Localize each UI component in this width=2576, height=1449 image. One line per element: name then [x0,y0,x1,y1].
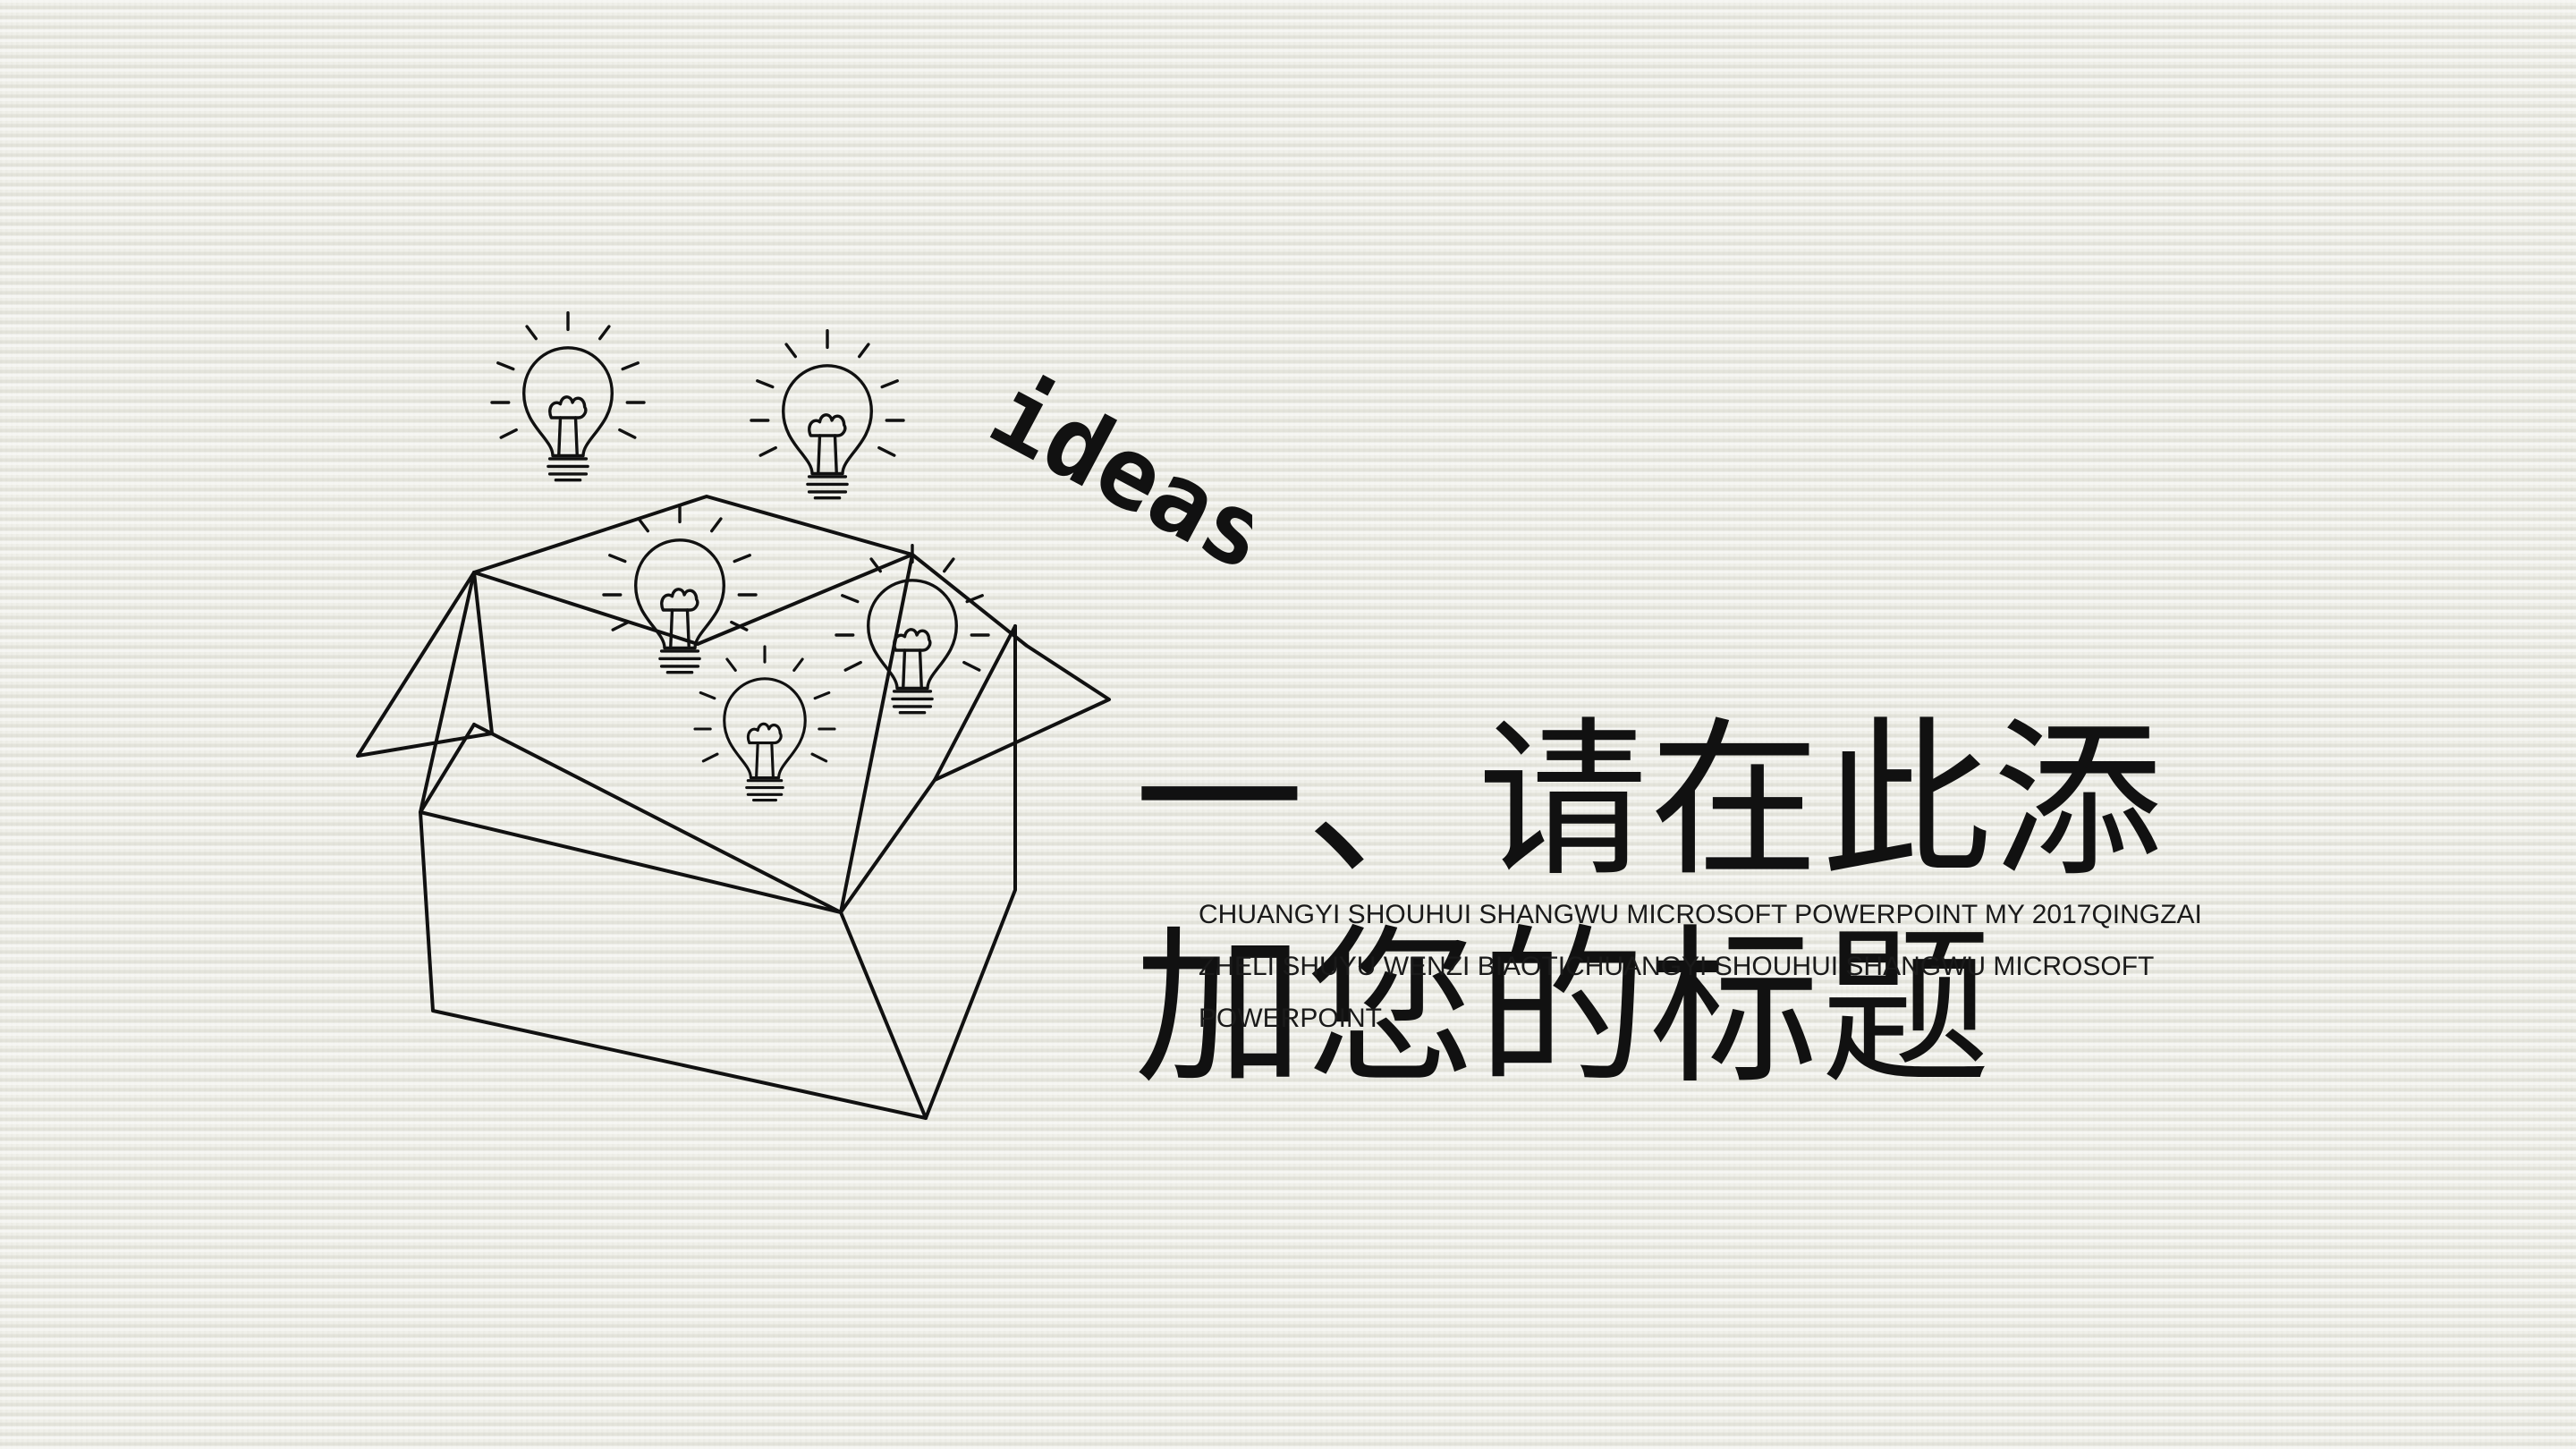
lightbulb-icon [835,544,990,715]
ideas-word: ideas [973,353,1252,593]
slide-title: 一、请在此添加您的标题 [1134,702,2165,1107]
lightbulb-icon [490,311,646,482]
lightbulb-icon [602,504,758,674]
box-drawing [356,495,1111,1120]
slide-subtitle: CHUANGYI SHOUHUI SHANGWU MICROSOFT POWER… [1199,900,2202,1033]
lightbulb-icon [750,329,905,500]
lightbulb-icon [693,645,836,802]
lightbulb-box-illustration: ideas [356,311,1252,1120]
